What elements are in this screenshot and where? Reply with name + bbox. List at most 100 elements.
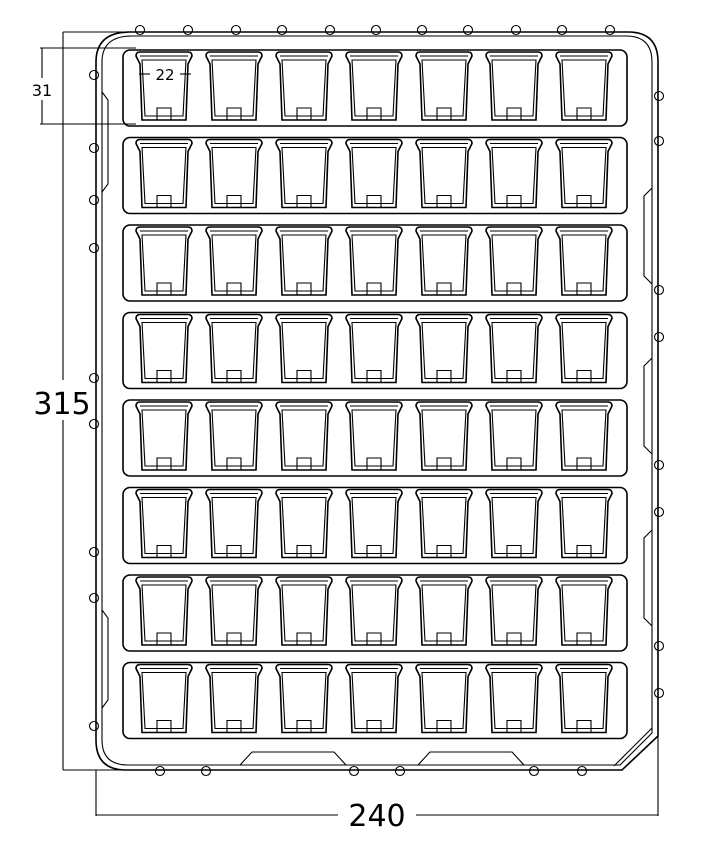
dimension-width-240: 240 [95,736,659,834]
cavity-pocket [345,138,403,209]
cavity-pocket [205,663,263,734]
mounting-holes [88,24,665,777]
cavity-pocket [555,51,613,121]
cavity-pocket [345,488,403,559]
cavity-pocket [205,488,263,559]
cavity-row [122,311,628,390]
cavity-pocket [415,226,473,296]
cavity-pocket [135,663,193,734]
mounting-hole [653,506,665,518]
mounting-hole [394,765,406,777]
mounting-hole [510,24,522,36]
dimension-height-315: 315 [33,31,130,771]
mounting-hole [528,765,540,777]
dimension-pitch-31: 31 [32,47,136,125]
mounting-hole [88,592,100,604]
cavity-row-outline [122,574,628,652]
cavity-row [122,136,628,215]
mounting-hole [653,687,665,699]
width-dimension-label: 240 [348,799,405,834]
mounting-hole [154,765,166,777]
cavity-pocket [205,576,263,646]
cavity-pocket [135,313,193,384]
cavity-pocket [275,576,333,646]
bottom-notch-left [239,751,347,766]
mounting-hole [88,142,100,154]
cavity-pocket [345,663,403,734]
cavity-pocket [485,313,543,384]
right-notch-lower [643,529,653,627]
mounting-hole [88,418,100,430]
cavity-pocket [485,663,543,734]
mounting-hole [88,372,100,384]
mounting-hole [556,24,568,36]
cavity-pocket [135,401,193,471]
cavity-pocket [555,663,613,734]
cavity-pocket [555,226,613,296]
cavity-pocket [485,576,543,646]
cavity-pocket [345,401,403,471]
cavity-pocket [205,226,263,296]
cavity-pocket [555,313,613,384]
mounting-hole [416,24,428,36]
mounting-hole [348,765,360,777]
mounting-hole [88,69,100,81]
cavity-pocket [345,226,403,296]
cavity-pocket [135,488,193,559]
cavity-row-outline [122,486,628,565]
cavity-pocket [485,138,543,209]
cavity-row [122,49,628,127]
cavity-pocket [415,488,473,559]
mounting-hole [653,284,665,296]
right-notch-top [643,187,653,285]
cavity-row [122,661,628,740]
mounting-hole [200,765,212,777]
cavity-pocket [485,488,543,559]
cavity-row-outline [122,49,628,127]
cavity-pocket [205,401,263,471]
cavity-pocket [555,401,613,471]
mounting-hole [576,765,588,777]
cavity-row [122,224,628,302]
cavity-pocket [485,51,543,121]
mounting-hole [653,640,665,652]
cavity-rows [122,49,628,740]
mounting-hole [653,459,665,471]
cavity-pocket [555,576,613,646]
mounting-hole [370,24,382,36]
cavity-pocket [275,663,333,734]
cavity-pocket [415,313,473,384]
mounting-hole [653,90,665,102]
cavity-pocket [135,226,193,296]
mounting-hole [88,194,100,206]
cavity-pocket [205,51,263,121]
cavity-row-outline [122,399,628,477]
cavity-pocket [135,51,193,121]
cavity-row-outline [122,661,628,740]
cavity-pocket [135,576,193,646]
mounting-hole [324,24,336,36]
cavity-pocket [415,576,473,646]
mounting-hole [462,24,474,36]
cavity-row [122,574,628,652]
tray-outline [95,31,659,771]
bottom-notch-right [417,751,525,766]
mounting-hole [134,24,146,36]
cavity-pocket [205,313,263,384]
cavity-pocket [275,226,333,296]
corner-chamfer [613,727,653,767]
cavity-pocket [345,51,403,121]
mounting-hole [182,24,194,36]
cavity-row [122,486,628,565]
mounting-hole [604,24,616,36]
mounting-hole [88,242,100,254]
cavity-pocket [275,313,333,384]
cavity-pocket [345,313,403,384]
cavity-pocket [205,138,263,209]
cavity-pocket [415,138,473,209]
cavity-pocket [555,138,613,209]
cavity-pocket [345,576,403,646]
right-notch-middle [643,357,653,455]
cavity-width-dimension-label: 22 [155,66,174,84]
